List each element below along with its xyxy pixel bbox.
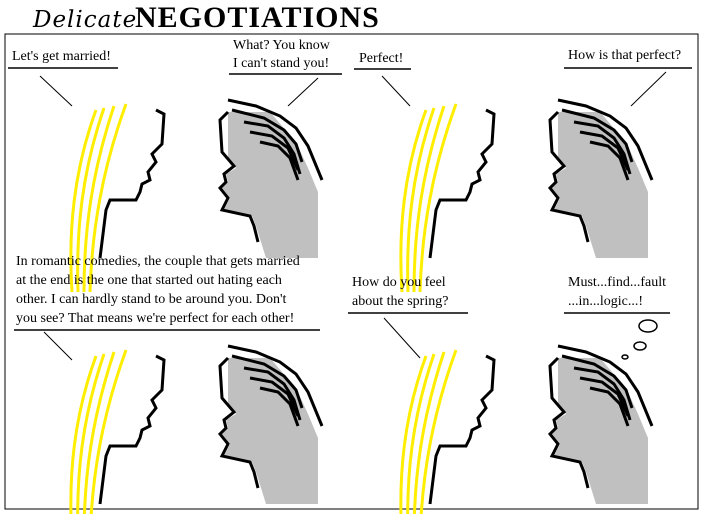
thought-line: Must...find...fault	[568, 275, 666, 290]
speech-line: In romantic comedies, the couple that ge…	[16, 254, 300, 269]
speech-line: about the spring?	[352, 294, 448, 309]
panel-2-characters	[399, 98, 654, 294]
blonde-character	[69, 348, 166, 514]
gray-character	[548, 98, 654, 260]
speech-line: What? You know	[233, 38, 331, 53]
panel-1-left-speech: Let's get married!	[8, 49, 118, 107]
panel-1: Let's get married! What? You know I can'…	[8, 38, 342, 294]
gray-character	[548, 344, 654, 506]
speech-tail	[287, 77, 319, 107]
speech-tail	[381, 75, 411, 107]
panel-1-right-speech: What? You know I can't stand you!	[229, 38, 342, 107]
thought-bubble-large	[638, 319, 658, 333]
thought-line: ...in...logic...!	[568, 294, 643, 309]
blonde-character	[399, 348, 496, 514]
speech-tail	[383, 317, 421, 359]
panel-2-left-speech: Perfect!	[354, 51, 411, 107]
title-script: Delicate	[32, 7, 137, 33]
speech-line: How do you feel	[352, 275, 446, 290]
panel-3-left-speech: In romantic comedies, the couple that ge…	[14, 254, 320, 361]
speech-line: I can't stand you!	[233, 56, 329, 71]
speech-tail	[43, 331, 73, 361]
panel-4-left-speech: How do you feel about the spring?	[348, 275, 468, 359]
comic-border	[4, 33, 699, 510]
speech-line: you see? That means we're perfect for ea…	[16, 311, 294, 326]
speech-tail	[39, 75, 73, 107]
panel-3: In romantic comedies, the couple that ge…	[14, 254, 324, 514]
panel-4-right-thought: Must...find...fault ...in...logic...!	[564, 275, 670, 360]
speech-line: Perfect!	[359, 51, 403, 66]
panel-4: How do you feel about the spring? Must..…	[348, 275, 670, 514]
speech-line: other. I can hardly stand to be around y…	[16, 292, 287, 307]
panel-3-characters	[69, 344, 324, 514]
panel-2: Perfect! How is that perfect?	[354, 48, 692, 294]
speech-line: How is that perfect?	[568, 48, 681, 63]
blonde-character	[399, 102, 496, 294]
speech-line: at the end is the one that started out h…	[16, 273, 282, 288]
speech-line: Let's get married!	[12, 49, 111, 64]
speech-tail	[630, 71, 667, 107]
thought-bubble-small	[621, 354, 629, 360]
panel-2-right-speech: How is that perfect?	[564, 48, 692, 107]
gray-character	[218, 98, 324, 260]
gray-character	[218, 344, 324, 506]
comic-title: Delicate NEGOTIATIONS	[32, 1, 380, 34]
thought-bubble-medium	[633, 341, 647, 351]
panel-4-characters	[399, 344, 654, 514]
title-main: NEGOTIATIONS	[135, 1, 380, 34]
